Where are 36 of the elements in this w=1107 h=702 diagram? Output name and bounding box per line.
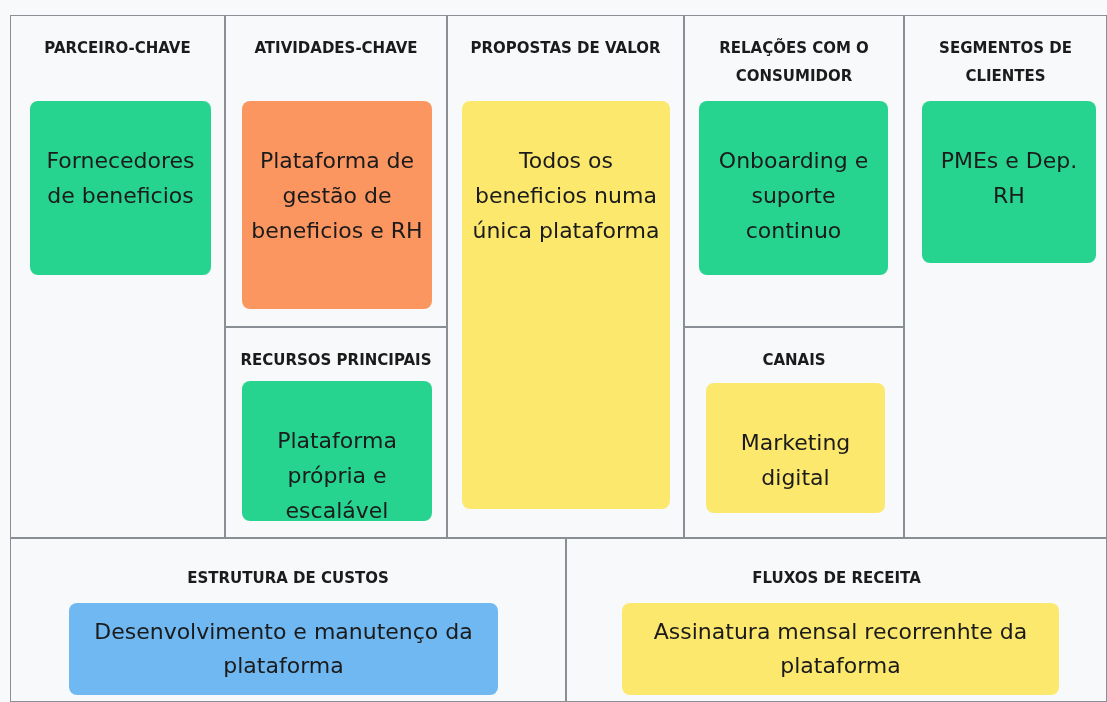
sticky-note [922, 101, 1096, 263]
section-heading: RELAÇÕES COM O CONSUMIDOR [718, 37, 870, 87]
note-text: Desenvolvimento e manutenço da plataforma [93, 618, 474, 680]
note-text: Todos os beneficios numa única plataforma [471, 147, 661, 245]
canvas-section [447, 15, 684, 538]
section-heading: PROPOSTAS DE VALOR [469, 38, 662, 59]
sticky-note [30, 101, 211, 275]
sticky-note [242, 381, 432, 521]
section-heading: SEGMENTOS DE CLIENTES [938, 38, 1073, 87]
note-text: Assinatura mensal recorrenhte da plataforma [652, 618, 1029, 680]
section-heading: CANAIS [761, 350, 827, 371]
sticky-note [622, 603, 1059, 695]
note-text: PMEs e Dep. RH [939, 147, 1079, 210]
sticky-note [242, 101, 432, 309]
note-text: Plataforma de gestão de beneficios e RH [250, 147, 424, 245]
canvas-section [684, 15, 904, 327]
section-heading: FLUXOS DE RECEITA [751, 568, 922, 589]
section-heading: RECURSOS PRINCIPAIS [239, 350, 433, 371]
sticky-note [69, 603, 498, 695]
note-text: Marketing digital [739, 429, 852, 492]
section-heading: ESTRUTURA DE CUSTOS [186, 568, 390, 589]
canvas-section [684, 327, 904, 538]
note-text: Plataforma própria e escalável [276, 427, 398, 525]
canvas-section [904, 15, 1107, 538]
sticky-note [462, 101, 670, 509]
canvas-section [225, 15, 447, 327]
canvas-section [566, 538, 1107, 702]
note-text: Fornecedores de beneficios [45, 147, 196, 210]
section-heading: PARCEIRO-CHAVE [43, 38, 192, 59]
section-heading: ATIVIDADES-CHAVE [253, 38, 419, 59]
note-text: Onboarding e suporte continuo [717, 147, 870, 245]
canvas-section [10, 538, 566, 702]
sticky-note [699, 101, 888, 275]
canvas-section [10, 15, 225, 538]
canvas-section [225, 327, 447, 538]
sticky-note [706, 383, 885, 513]
